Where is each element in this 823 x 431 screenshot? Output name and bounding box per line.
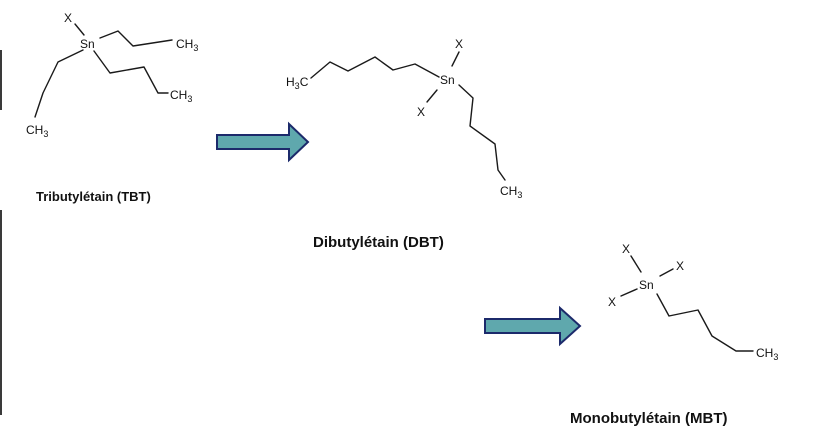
mbt-ch-sub: 3 — [773, 352, 778, 362]
dbt-x-bottom: X — [417, 105, 425, 119]
mbt-bond-x-top — [630, 255, 642, 273]
mbt-chain — [656, 293, 754, 352]
caption-mbt: Monobutylétain (MBT) — [570, 410, 727, 427]
dbt-chain-down — [458, 84, 506, 181]
molecule-mbt: X X Sn X CH3 Monobutylétain (MBT) — [570, 242, 778, 427]
dbt-chain-left — [310, 56, 440, 79]
svg-text:CH3: CH3 — [26, 123, 48, 139]
reaction-arrow-1 — [216, 121, 310, 163]
tbt-chain-right — [99, 30, 173, 47]
svg-text:CH3: CH3 — [170, 88, 192, 104]
dbt-h-sub: 3 — [295, 81, 300, 91]
mbt-x-right: X — [676, 259, 684, 273]
mbt-x-left: X — [608, 295, 616, 309]
dbt-bond-x-bottom — [426, 89, 438, 103]
molecule-dbt: H3C X Sn X CH3 Dibutylétain (DBT) — [286, 37, 522, 251]
tbt-chain-left — [34, 49, 84, 118]
tbt-sub-right: 3 — [187, 94, 192, 104]
dbt-ch-sub: 3 — [517, 190, 522, 200]
tbt-sn-label: Sn — [80, 37, 95, 51]
dbt-sn-label: Sn — [440, 73, 455, 87]
dbt-ch-label: CH — [500, 184, 517, 198]
mbt-x-top: X — [622, 242, 630, 256]
mbt-ch-label: CH — [756, 346, 773, 360]
reaction-arrow-2 — [484, 305, 582, 347]
caption-dbt: Dibutylétain (DBT) — [313, 234, 444, 251]
mbt-bond-x-right — [659, 268, 674, 277]
tbt-ch-lower: CH — [26, 123, 43, 137]
svg-text:CH3: CH3 — [500, 184, 522, 200]
dbt-c-label: C — [300, 75, 309, 89]
dbt-x-top: X — [455, 37, 463, 51]
svg-text:CH3: CH3 — [756, 346, 778, 362]
tbt-bond-x — [74, 23, 85, 36]
mbt-bond-x-left — [620, 288, 638, 297]
left-edge-rule-bottom — [0, 210, 2, 415]
dbt-h-label: H — [286, 75, 295, 89]
tbt-chain-lower — [93, 50, 169, 94]
tbt-sub-upper: 3 — [193, 43, 198, 53]
tbt-ch-upper: CH — [176, 37, 193, 51]
left-edge-rule-top — [0, 50, 2, 110]
caption-tbt: Tributylétain (TBT) — [36, 189, 151, 204]
mbt-sn-label: Sn — [639, 278, 654, 292]
svg-text:H3C: H3C — [286, 75, 309, 91]
molecule-tbt: X Sn CH3 CH3 CH3 Tributylétain (TBT) — [26, 11, 198, 204]
tbt-ch-right: CH — [170, 88, 187, 102]
svg-text:CH3: CH3 — [176, 37, 198, 53]
tbt-sub-lower: 3 — [43, 129, 48, 139]
tbt-x-label: X — [64, 11, 72, 25]
dbt-bond-x-top — [451, 51, 460, 67]
